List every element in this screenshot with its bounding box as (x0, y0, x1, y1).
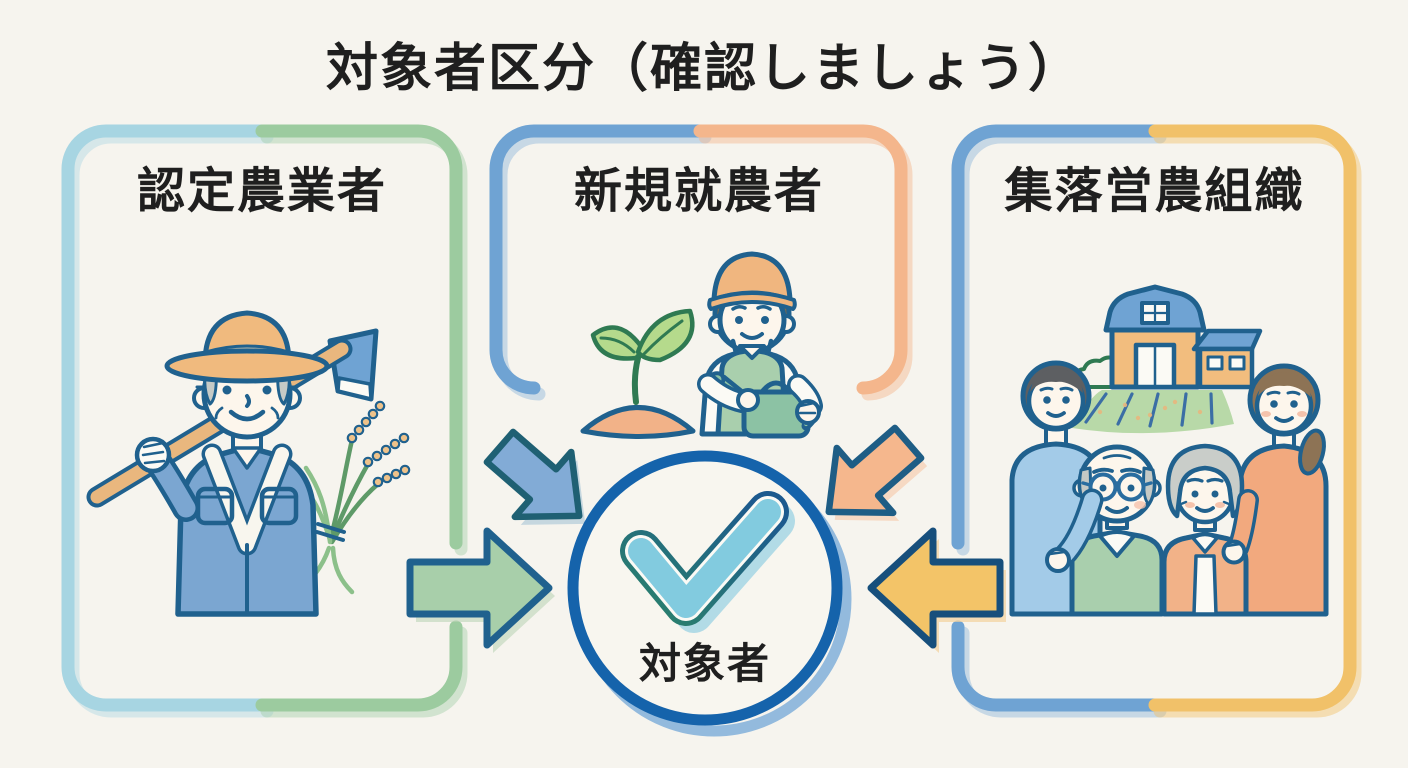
card-label-new-farmer: 新規就農者 (573, 165, 824, 218)
card-label-community-farming: 集落営農組織 (1004, 165, 1305, 218)
community-group-illustration (1009, 284, 1329, 617)
seedling (580, 308, 696, 439)
barn (1103, 284, 1263, 390)
card-certified-farmer-border (61, 124, 468, 718)
arrow-newfarmer-left-to-target (483, 428, 586, 525)
card-new-farmer-border (489, 124, 913, 401)
target-circle (567, 450, 852, 737)
young-farmer-illustration (580, 251, 823, 439)
arrow-newfarmer-right-to-target (825, 424, 928, 521)
diagram-title: 対象者区分（確認しましょう） (325, 40, 1082, 98)
young-woman (1237, 363, 1329, 617)
arrow-certified-to-target (406, 527, 555, 653)
checkmark-icon (620, 491, 795, 633)
field (1072, 390, 1234, 434)
arrow-community-to-target (867, 527, 1006, 653)
card-label-certified-farmer: 認定農業者 (136, 165, 387, 218)
rice-sheaf (291, 400, 411, 595)
elderly-woman (1161, 443, 1249, 617)
card-community-farming-border (951, 124, 1362, 718)
elderly-farmer-illustration (86, 310, 411, 617)
target-label: 対象者 (638, 640, 771, 687)
